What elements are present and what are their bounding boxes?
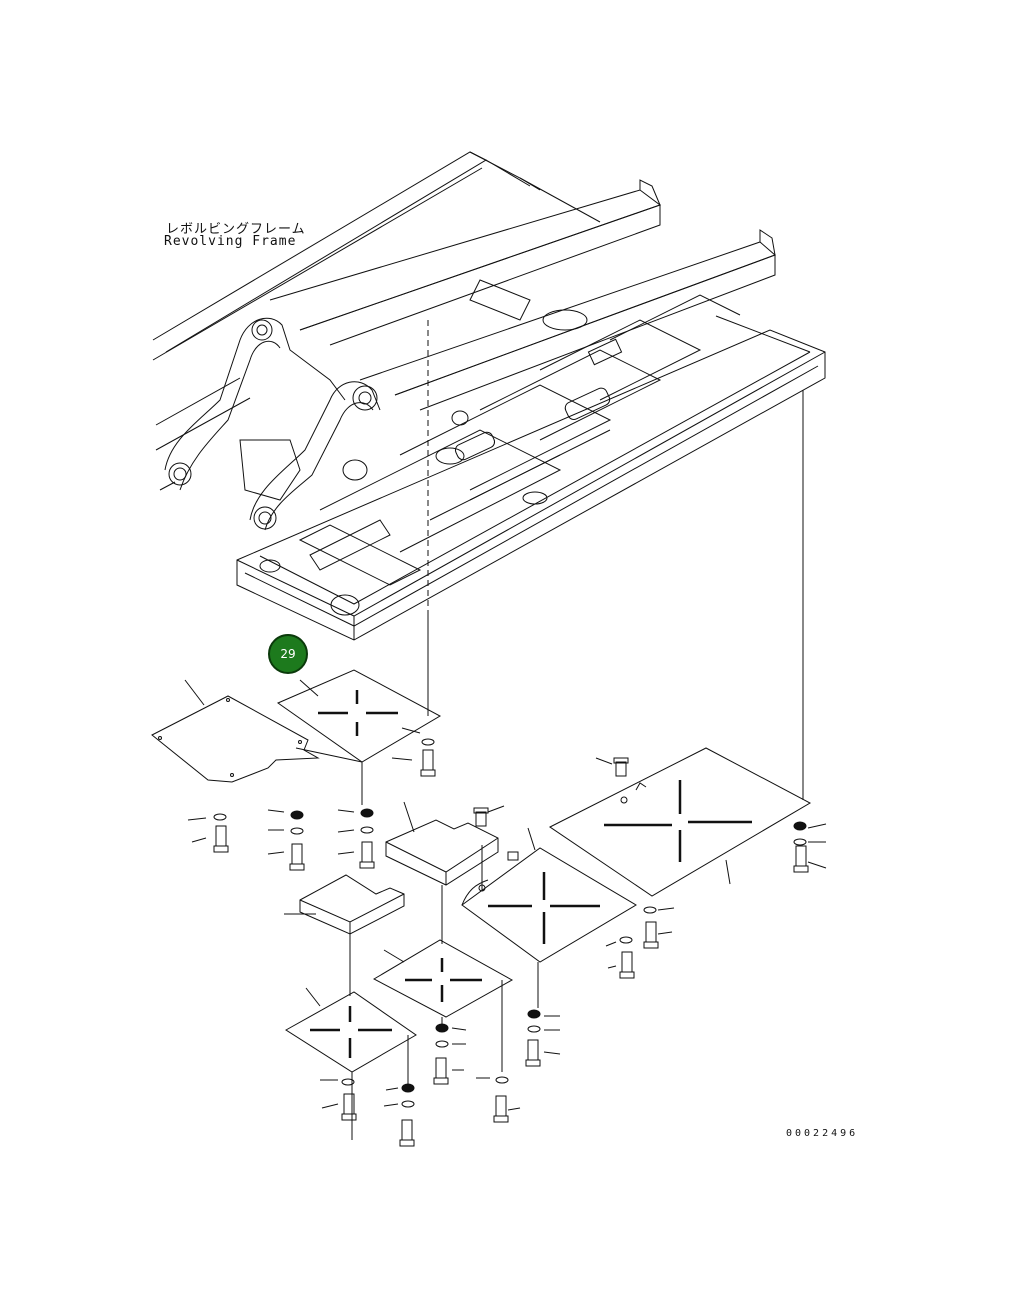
assembly-lines: [427, 390, 804, 800]
bolt-icon: [289, 843, 305, 871]
revolving-frame: [152, 151, 826, 641]
bolt-icon: [525, 1039, 541, 1067]
document-number: 00022496: [786, 1128, 859, 1139]
cover-plate-middle: [461, 827, 637, 963]
washer-icon: [643, 906, 657, 914]
bolt-icon: [420, 749, 436, 777]
washer-icon: [213, 813, 227, 821]
washer-icon: [435, 1040, 449, 1048]
washer-icon: [435, 1023, 449, 1033]
bolt-icon: [493, 1095, 509, 1123]
washer-icon: [793, 838, 807, 846]
bolt-icon: [643, 921, 659, 949]
bolt-icon: [213, 825, 229, 853]
washer-icon: [527, 1009, 541, 1019]
washer-icon: [401, 1083, 415, 1093]
cover-plate-29: [276, 669, 442, 805]
pin-icon: [613, 757, 629, 777]
cover-plate-small-center: [372, 939, 514, 1018]
callout-leaders: [187, 727, 827, 1111]
bolt-icon: [359, 841, 375, 869]
washer-icon: [619, 936, 633, 944]
washer-icon: [421, 738, 435, 746]
pad-assembly-lines: [349, 845, 539, 1140]
bolt-icon: [619, 951, 635, 979]
washer-icon: [793, 821, 807, 831]
washer-icon: [360, 826, 374, 834]
bolt-icon: [793, 845, 809, 873]
hardware: [213, 738, 809, 1147]
frame-label-english: Revolving Frame: [164, 234, 297, 249]
part-callout-29[interactable]: 29: [268, 634, 308, 674]
washer-icon: [290, 827, 304, 835]
cover-plate-right-large: [549, 747, 812, 897]
cover-plate-left: [151, 679, 320, 783]
washer-icon: [495, 1076, 509, 1084]
pad-block-lower: [284, 874, 405, 935]
washer-icon: [527, 1025, 541, 1033]
bolt-icon: [433, 1057, 449, 1085]
pad-block-upper: [385, 801, 499, 886]
washer-icon: [341, 1078, 355, 1086]
washer-icon: [401, 1100, 415, 1108]
washer-icon: [290, 810, 304, 820]
washer-icon: [360, 808, 374, 818]
bolt-icon: [341, 1093, 357, 1121]
bolt-icon: [399, 1119, 415, 1147]
pin-icon: [473, 807, 489, 827]
frame-label-japanese: レボルビングフレーム: [166, 222, 306, 237]
cover-plate-small-left: [285, 987, 417, 1073]
